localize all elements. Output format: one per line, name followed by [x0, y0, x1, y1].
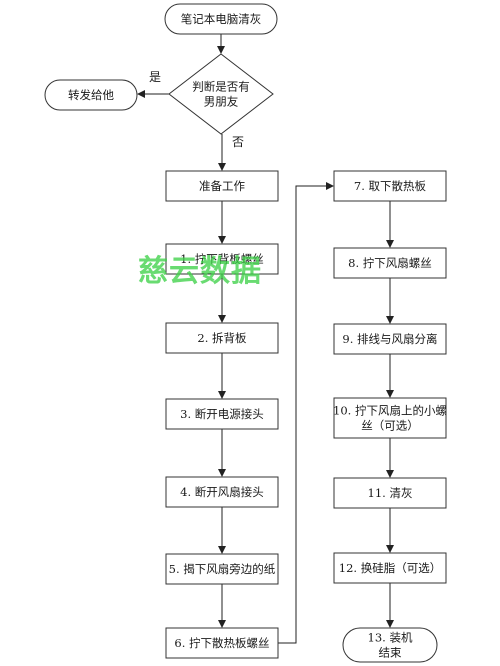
edge-connector — [278, 185, 326, 644]
right-step-label: 8. 拧下风扇螺丝 — [348, 256, 432, 270]
left-step-box — [165, 243, 279, 275]
end-node — [342, 627, 438, 663]
edge-right-step-head — [386, 470, 394, 478]
edge-to-end-head — [386, 620, 394, 628]
edge-right-step-head — [386, 240, 394, 248]
watermark-text: 慈云数据 — [138, 254, 262, 289]
left-step-box — [165, 322, 279, 354]
share-node — [44, 79, 138, 111]
right-step-box — [333, 552, 447, 584]
left-step-label: 4. 断开风扇接头 — [180, 485, 264, 499]
right-step-box — [333, 247, 447, 279]
right-step-box — [333, 170, 447, 202]
end-node-label: 结束 — [379, 646, 402, 660]
edge-right-step-head — [386, 316, 394, 324]
left-step-label: 准备工作 — [199, 179, 245, 193]
share-node-label: 转发给他 — [68, 88, 114, 102]
right-step-label: 10. 拧下风扇上的小螺 — [333, 404, 447, 418]
yes-label: 是 — [149, 70, 161, 84]
right-step-box — [333, 397, 447, 439]
start-node-label: 笔记本电脑清灰 — [181, 12, 262, 26]
left-step-label: 1. 拧下背板螺丝 — [180, 252, 264, 266]
edge-decision-prep-head — [218, 163, 226, 171]
left-step-label: 2. 拆背板 — [197, 331, 247, 345]
edge-left-step-head — [218, 620, 226, 628]
left-step-label: 6. 拧下散热板螺丝 — [174, 636, 269, 650]
right-step-label: 11. 清灰 — [368, 486, 413, 500]
edge-left-step-head — [218, 469, 226, 477]
start-node — [164, 3, 278, 35]
left-step-label: 3. 断开电源接头 — [180, 407, 264, 421]
right-step-box — [333, 323, 447, 355]
edge-start-decision-head — [217, 46, 225, 54]
edge-right-step-head — [386, 390, 394, 398]
edge-left-step-head — [218, 315, 226, 323]
decision-node-label: 判断是否有 — [192, 80, 250, 94]
right-step-label: 12. 换硅脂（可选） — [339, 561, 441, 575]
left-step-box — [165, 398, 279, 430]
edge-connector-head — [326, 182, 334, 190]
flowchart-edges — [137, 34, 394, 644]
right-step-label: 7. 取下散热板 — [354, 179, 427, 193]
edge-left-step-head — [218, 391, 226, 399]
right-step-box — [333, 477, 447, 509]
edge-left-step-head — [218, 236, 226, 244]
left-step-box — [165, 476, 279, 508]
right-step-label: 丝（可选） — [361, 419, 419, 433]
left-step-box — [165, 627, 279, 659]
right-step-label: 9. 排线与风扇分离 — [342, 332, 437, 346]
decision-node-label: 男朋友 — [204, 95, 239, 109]
decision-node — [168, 53, 274, 135]
left-step-label: 5. 揭下风扇旁边的纸 — [169, 562, 276, 576]
edge-right-step-head — [386, 545, 394, 553]
edge-yes-head — [137, 90, 145, 98]
no-label: 否 — [232, 135, 244, 149]
left-step-box — [165, 170, 279, 202]
left-step-box — [165, 553, 279, 585]
end-node-label: 13. 装机 — [368, 631, 413, 645]
edge-left-step-head — [218, 546, 226, 554]
